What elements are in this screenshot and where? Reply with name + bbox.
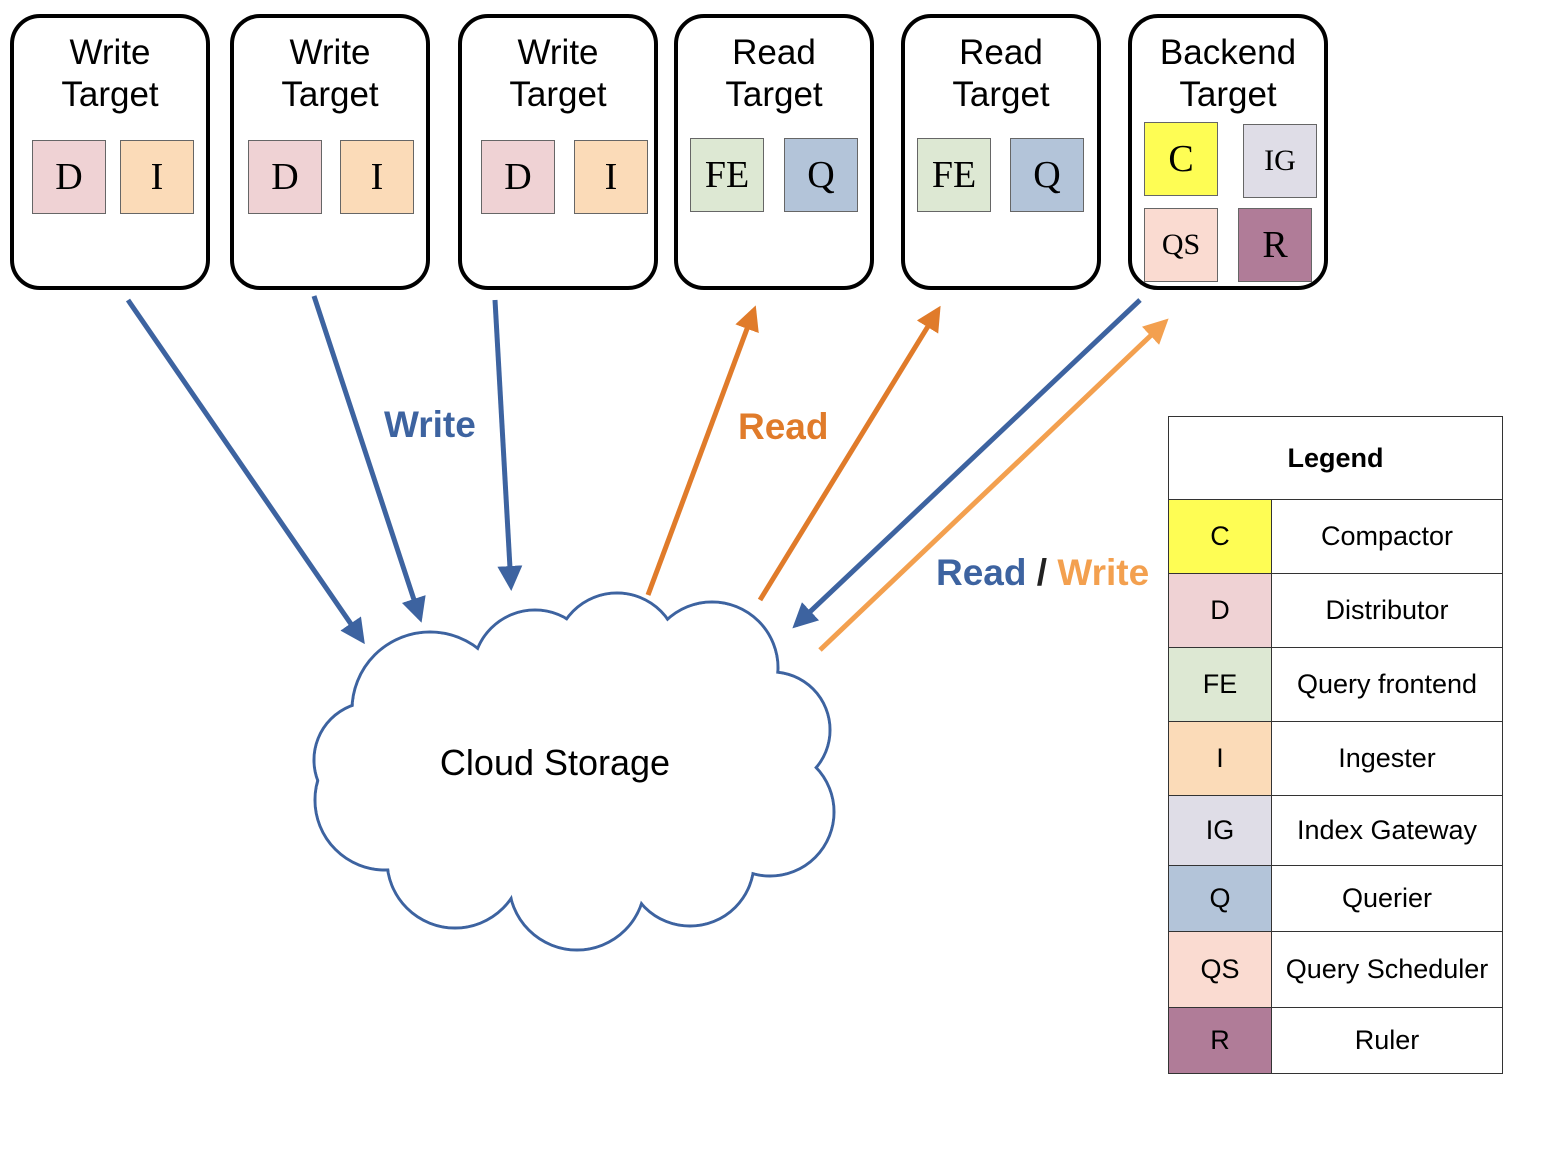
read-write-label-sep: /	[1036, 552, 1048, 593]
legend-row: D Distributor	[1168, 573, 1503, 648]
write-arrow-3	[492, 299, 523, 591]
legend-name: Query frontend	[1271, 647, 1503, 722]
write-label: Write	[384, 404, 476, 445]
cloud-storage-label: Cloud Storage	[439, 742, 671, 783]
legend-name: Distributor	[1271, 573, 1503, 648]
component-r: R	[1238, 208, 1312, 282]
component-d: D	[32, 140, 106, 214]
legend-code: QS	[1168, 931, 1272, 1008]
component-d: D	[481, 140, 555, 214]
backend-read-arrow	[792, 298, 1142, 629]
legend-name: Ingester	[1271, 721, 1503, 796]
component-c: C	[1144, 122, 1218, 196]
legend-code: IG	[1168, 795, 1272, 866]
component-i: I	[340, 140, 414, 214]
component-q: Q	[1010, 138, 1084, 212]
component-ig: IG	[1243, 124, 1317, 198]
write-arrow-2	[311, 295, 426, 623]
legend-name: Querier	[1271, 865, 1503, 932]
read-arrow-1	[645, 305, 759, 596]
read-write-label: Read / Write	[936, 552, 1149, 594]
legend-row: IG Index Gateway	[1168, 795, 1503, 866]
component-i: I	[574, 140, 648, 214]
read-label: Read	[738, 406, 829, 447]
legend-code: D	[1168, 573, 1272, 648]
backend-write-arrow	[818, 318, 1169, 652]
legend-name: Query Scheduler	[1271, 931, 1503, 1008]
legend-code: Q	[1168, 865, 1272, 932]
legend-row: Q Querier	[1168, 865, 1503, 932]
component-fe: FE	[917, 138, 991, 212]
legend-name: Ruler	[1271, 1007, 1503, 1074]
legend-code: FE	[1168, 647, 1272, 722]
legend-table: Legend C Compactor D Distributor FE Quer…	[1168, 416, 1503, 1074]
component-fe: FE	[690, 138, 764, 212]
legend-name: Compactor	[1271, 499, 1503, 574]
legend-row: I Ingester	[1168, 721, 1503, 796]
legend-code: I	[1168, 721, 1272, 796]
legend-row: R Ruler	[1168, 1007, 1503, 1074]
legend-row: QS Query Scheduler	[1168, 931, 1503, 1008]
read-write-label-read: Read	[936, 552, 1027, 593]
read-write-label-write: Write	[1057, 552, 1150, 593]
write-arrow-1	[125, 298, 365, 645]
legend-title: Legend	[1168, 416, 1503, 500]
component-q: Q	[784, 138, 858, 212]
read-arrow-2	[757, 305, 941, 602]
legend-code: C	[1168, 499, 1272, 574]
component-i: I	[120, 140, 194, 214]
legend-code: R	[1168, 1007, 1272, 1074]
component-d: D	[248, 140, 322, 214]
legend-name: Index Gateway	[1271, 795, 1503, 866]
legend-row: FE Query frontend	[1168, 647, 1503, 722]
legend-row: C Compactor	[1168, 499, 1503, 574]
component-qs: QS	[1144, 208, 1218, 282]
